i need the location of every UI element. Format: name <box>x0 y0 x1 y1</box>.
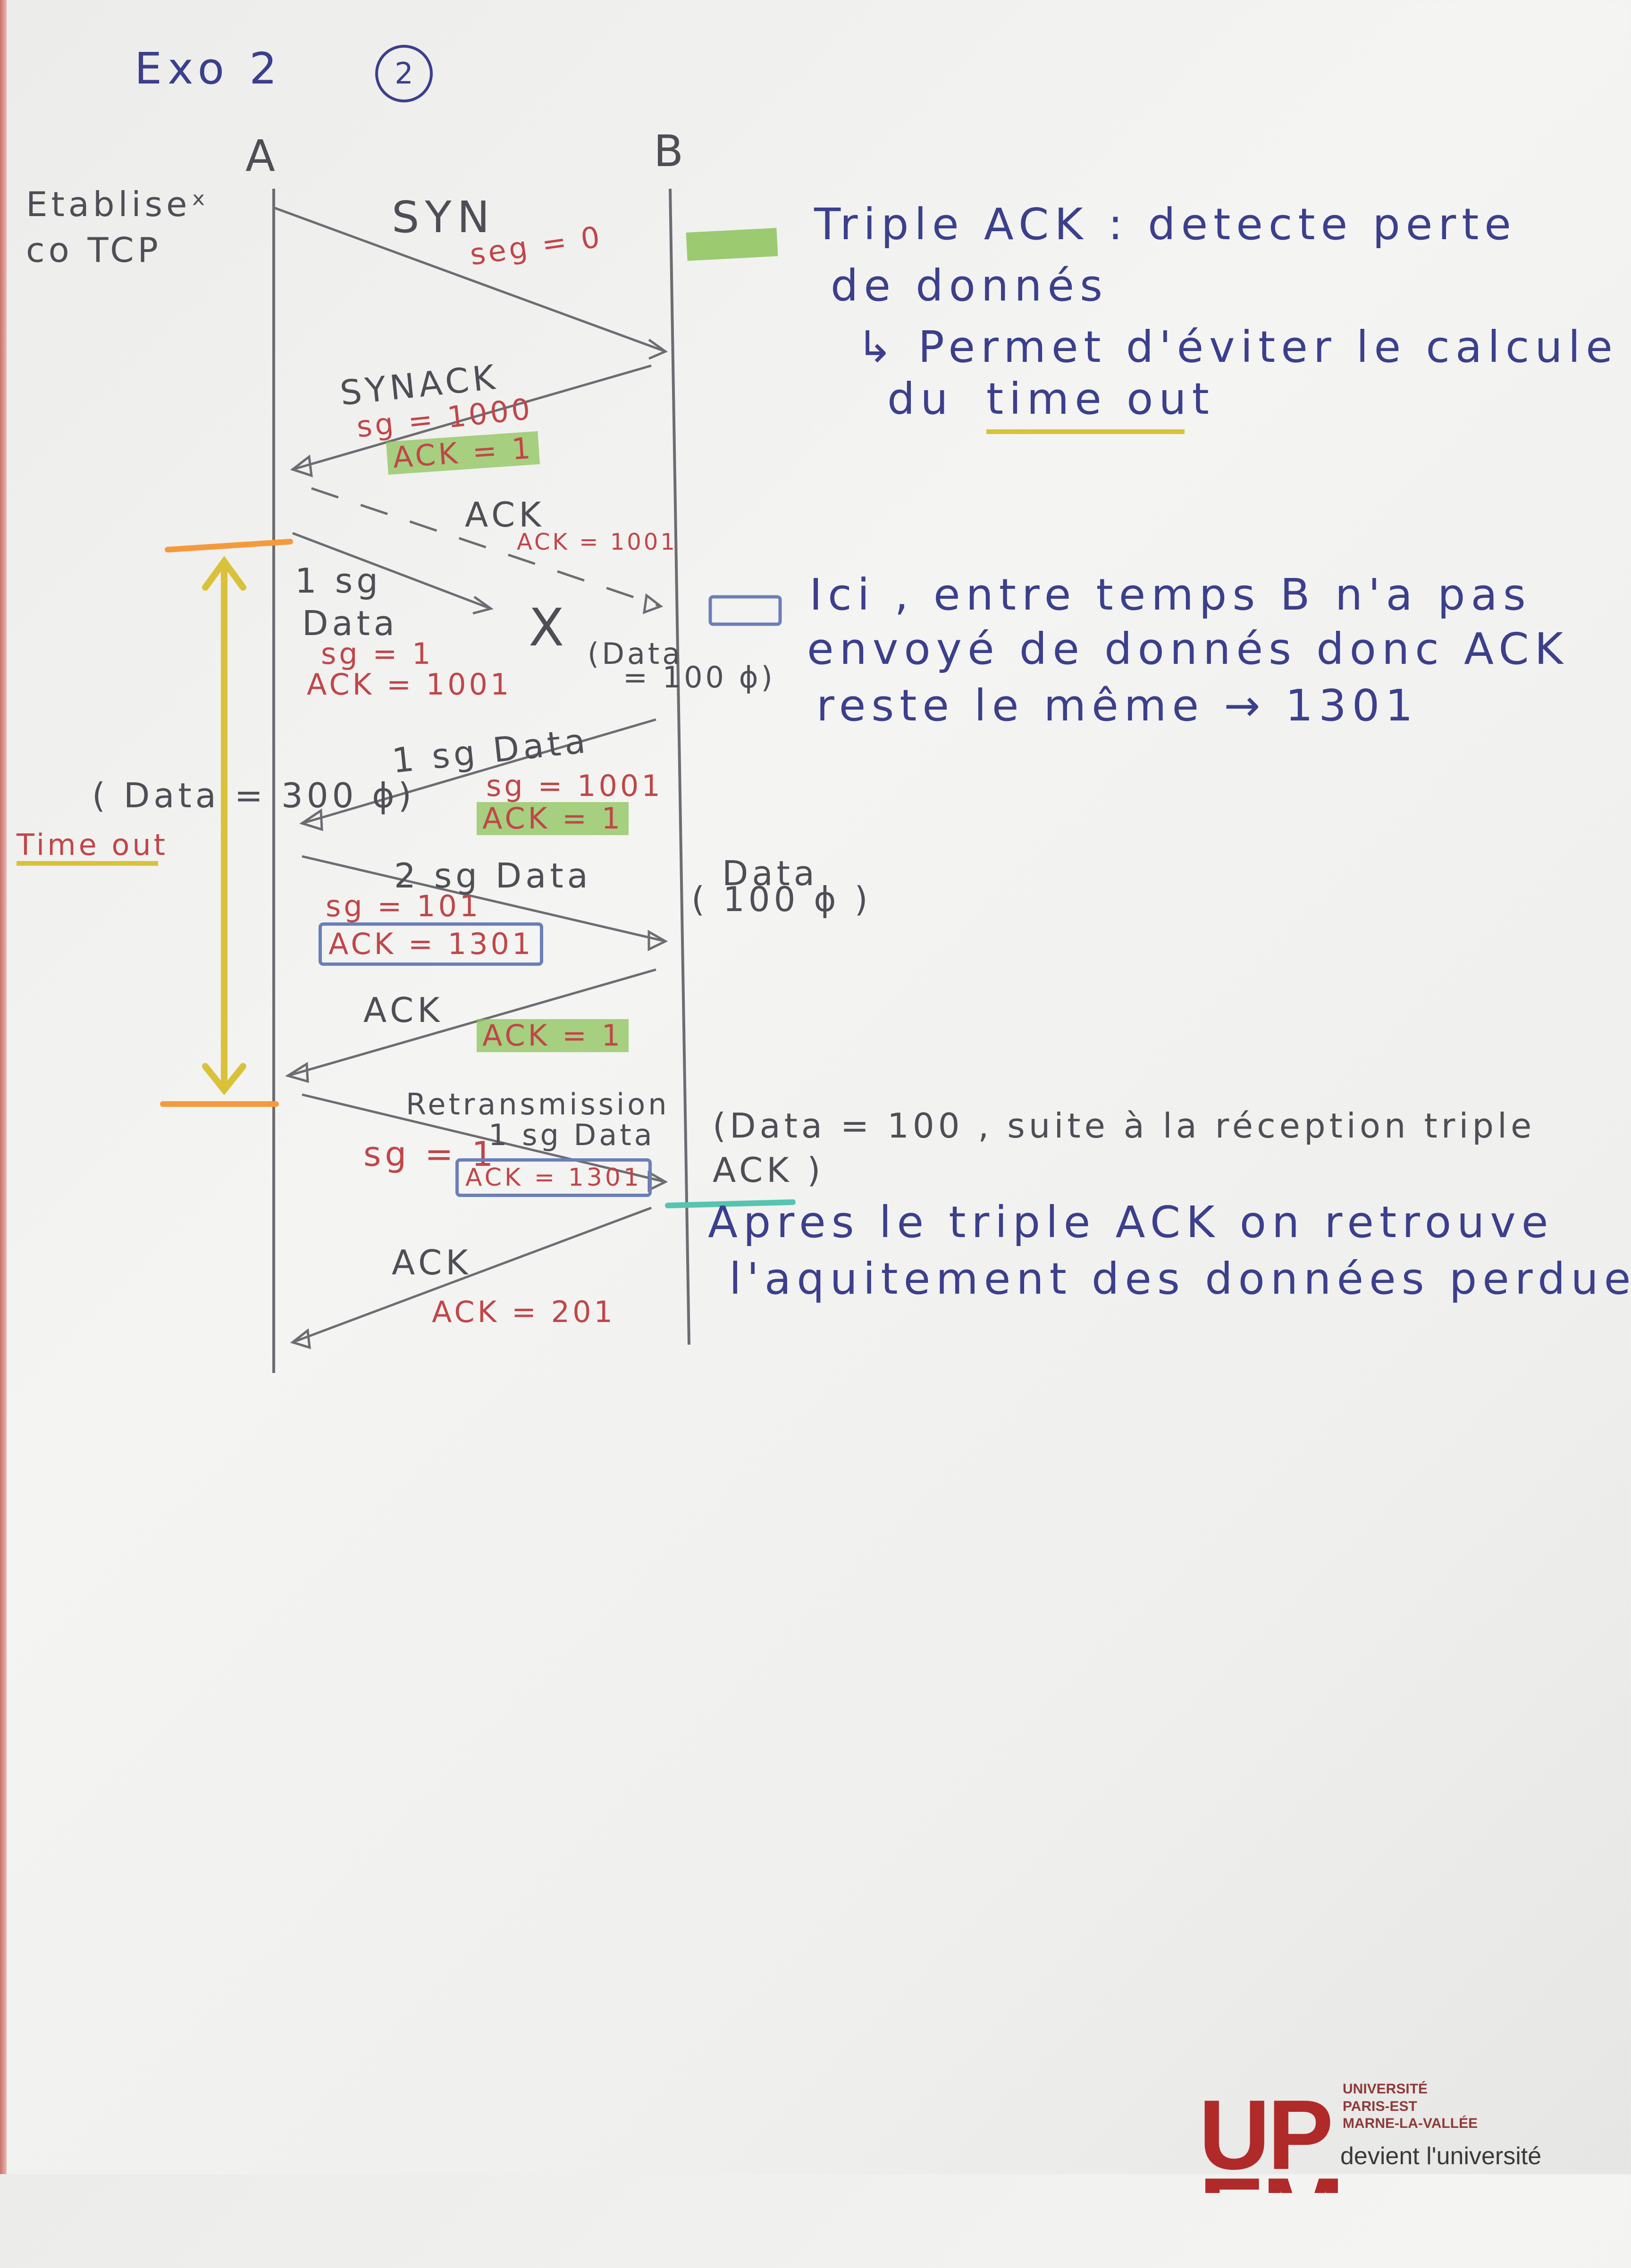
note-triple-ack-3: ↳ Permet d'éviter le calcule <box>857 322 1618 372</box>
logo-mark: UP <box>1199 2079 1334 2190</box>
lost-data-label-2: Data <box>302 603 398 643</box>
note-ici-1: Ici , entre temps B n'a pas <box>809 569 1531 620</box>
logo-mark-2: EM <box>1199 2157 1342 2268</box>
ack2-label: ACK <box>363 990 444 1030</box>
note-triple-ack-4: du <box>887 374 954 424</box>
ack3-value: ACK = 201 <box>432 1295 615 1329</box>
ack2-value: ACK = 1 <box>477 1019 629 1052</box>
timer-start-marker <box>165 539 293 552</box>
lost-data-size-1: (Data <box>588 636 683 671</box>
retrans-seq: sg = 1 <box>363 1134 497 1174</box>
logo-university-name: UNIVERSITÉ PARIS-EST MARNE-LA-VALLÉE <box>1343 2081 1478 2132</box>
note-triple-ack-2: de donnés <box>831 260 1109 311</box>
timeline-b <box>669 188 690 1345</box>
note-apres-1: Apres le triple ACK on retrouve <box>708 1197 1554 1247</box>
host-b-label: B <box>654 126 689 176</box>
lost-data-label-1: 1 sg <box>295 561 382 601</box>
data-b1-seq: sg = 1001 <box>486 769 663 803</box>
university-logo: UP EM UNIVERSITÉ PARIS-EST MARNE-LA-VALL… <box>1199 2071 1623 2193</box>
arrow-retrans <box>302 1093 666 1183</box>
note-triple-ack-1: Triple ACK : detecte perte <box>814 199 1517 250</box>
retrans-label-1: Retransmission <box>406 1087 670 1121</box>
data-b1-ack: ACK = 1 <box>477 802 629 835</box>
section-label: Etabliseˣ co TCP <box>26 184 210 270</box>
legend-green-swatch <box>686 227 778 261</box>
note-triple-ack-4b: time out <box>986 374 1215 424</box>
arrow-ack1 <box>311 487 661 608</box>
ack1-label: ACK <box>465 495 545 535</box>
timeout-interval-arrow <box>202 556 246 1096</box>
host-a-label: A <box>245 131 281 181</box>
note-ici-3: reste le même → 1301 <box>816 680 1419 731</box>
lost-data-size-2: = 100 ɸ) <box>623 660 775 695</box>
data-a2-label: 2 sg Data <box>394 856 592 895</box>
data-a2-ack: ACK = 1301 <box>319 922 544 966</box>
sequence-diagram <box>17 188 1185 1373</box>
syn-label: SYN <box>392 192 496 243</box>
ack1-value: ACK = 1001 <box>517 529 677 555</box>
paper-edge <box>0 0 7 2174</box>
arrow-data-a2 <box>302 855 666 943</box>
legend-blue-box <box>708 595 782 626</box>
lost-packet-x: X <box>529 597 564 658</box>
left-timeout-label: Time out <box>17 828 168 862</box>
logo-subtitle: devient l'université <box>1340 2142 1542 2170</box>
retrans-note: (Data = 100 , suite à la réception tripl… <box>713 1106 1536 1190</box>
lost-data-ack: ACK = 1001 <box>307 667 512 702</box>
left-data-size: ( Data = 300 ɸ) <box>92 776 415 815</box>
ack3-label: ACK <box>392 1243 472 1282</box>
note-ici-2: envoyé de donnés donc ACK <box>807 624 1569 674</box>
note-apres-2: l'aquitement des données perdues. <box>729 1254 1631 1304</box>
arrow-syn <box>273 206 666 353</box>
arrow-synack <box>292 364 652 471</box>
arrow-lost-data <box>292 532 491 610</box>
data-a2-size-2: ( 100 ɸ ) <box>691 879 872 919</box>
retrans-ack: ACK = 1301 <box>455 1158 652 1197</box>
data-a2-seq: sg = 101 <box>326 889 481 923</box>
retrans-label-2: 1 sg Data <box>488 1118 655 1152</box>
exercise-title: Exo 2 <box>135 43 283 94</box>
legend-teal-mark <box>665 1199 796 1208</box>
arrow-ack2 <box>287 968 656 1077</box>
lost-data-seq: sg = 1 <box>321 636 434 671</box>
arrow-data-b1 <box>302 718 656 825</box>
data-a2-size-1: Data <box>722 854 818 893</box>
page-number-circle: 2 <box>375 45 433 102</box>
arrow-ack3 <box>292 1206 652 1344</box>
